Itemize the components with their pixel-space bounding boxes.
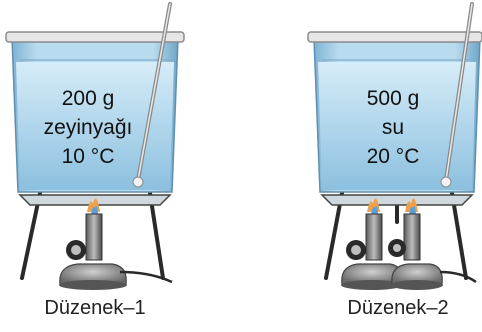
- beaker-1-label: 200 g zeyinyağı 10 °C: [33, 84, 143, 171]
- setup-1-caption: Düzenek–1: [44, 297, 146, 319]
- mass-label-2: 500 g: [366, 87, 420, 110]
- bunsen-burner-1: [59, 198, 173, 290]
- substance-label-1: zeyinyağı: [43, 116, 133, 139]
- beaker-1: [5, 31, 185, 193]
- substance-label-2: su: [381, 116, 405, 139]
- bunsen-burner-2a: [341, 198, 403, 290]
- beaker-2: [307, 31, 482, 193]
- bunsen-burner-2b: [388, 198, 477, 290]
- thermometer-1: [132, 2, 172, 188]
- temperature-label-1: 10 °C: [61, 145, 115, 168]
- wire-gauze-2: [320, 194, 474, 206]
- mass-label-1: 200 g: [61, 87, 115, 110]
- beaker-2-label: 500 g su 20 °C: [338, 84, 448, 171]
- setup-1: [5, 2, 185, 290]
- temperature-label-2: 20 °C: [366, 145, 420, 168]
- setup-2: [307, 2, 482, 290]
- setup-2-caption: Düzenek–2: [347, 297, 449, 319]
- thermometer-2: [440, 2, 474, 188]
